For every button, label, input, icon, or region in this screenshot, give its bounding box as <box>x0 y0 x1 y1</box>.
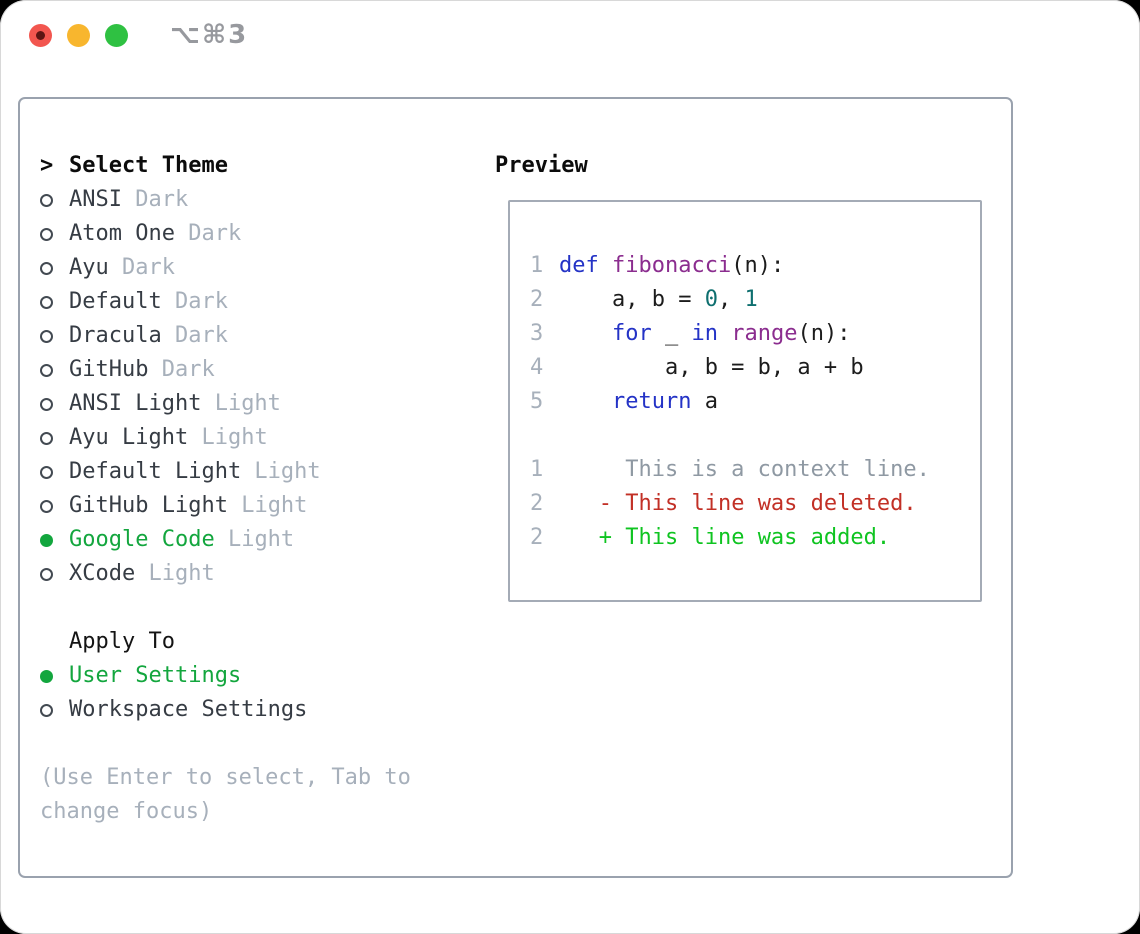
line-number: 4 <box>530 355 544 380</box>
theme-variant: Dark <box>161 289 228 314</box>
theme-variant: Dark <box>121 187 189 212</box>
radio-icon <box>40 329 53 343</box>
theme-variant: Light <box>214 527 295 552</box>
close-dot-icon <box>36 30 45 40</box>
apply-option-label: Workspace Settings <box>69 697 308 722</box>
radio-icon <box>40 193 53 207</box>
apply-to-header: Apply To <box>40 625 480 659</box>
close-button[interactable] <box>29 23 52 47</box>
theme-option-dracula[interactable]: Dracula Dark <box>40 319 480 353</box>
radio-icon <box>40 261 53 275</box>
selection-prompt-icon: > <box>40 153 54 178</box>
theme-option-ayu[interactable]: Ayu Dark <box>40 251 480 285</box>
diff-line: 1 This is a context line. <box>530 453 980 487</box>
spacer <box>530 419 980 453</box>
theme-name: Default Light <box>69 459 242 484</box>
theme-name: Default <box>69 289 162 314</box>
radio-icon <box>40 465 53 479</box>
theme-option-github[interactable]: GitHub Dark <box>40 353 480 387</box>
diff-preview-block: 1 This is a context line.2 - This line w… <box>530 453 980 555</box>
window-titlebar: ⌥⌘3 <box>0 0 248 70</box>
line-number: 3 <box>530 321 544 346</box>
theme-option-ansi[interactable]: ANSI Dark <box>40 183 480 217</box>
code-line: 3 for _ in range(n): <box>530 317 980 351</box>
keyboard-hint: (Use Enter to select, Tab to change focu… <box>40 765 411 824</box>
theme-name: GitHub Light <box>69 493 228 518</box>
radio-icon <box>40 295 53 309</box>
theme-variant: Dark <box>108 255 175 280</box>
apply-option-label: User Settings <box>69 663 242 688</box>
radio-icon <box>40 363 53 377</box>
traffic-lights <box>29 23 128 47</box>
line-number: 2 <box>530 491 544 516</box>
apply-option-user-settings[interactable]: User Settings <box>40 659 480 693</box>
theme-name: Google Code <box>69 527 215 552</box>
apply-to-title: Apply To <box>69 629 175 654</box>
theme-variant: Dark <box>148 357 215 382</box>
theme-variant: Dark <box>161 323 228 348</box>
theme-option-ansi-light[interactable]: ANSI Light Light <box>40 387 480 421</box>
spacer <box>40 591 480 625</box>
theme-option-atom-one[interactable]: Atom One Dark <box>40 217 480 251</box>
theme-name: ANSI Light <box>69 391 202 416</box>
code-line: 4 a, b = b, a + b <box>530 351 980 385</box>
line-number: 1 <box>530 253 544 278</box>
theme-name: XCode <box>69 561 136 586</box>
theme-name: ANSI <box>69 187 122 212</box>
radio-selected-icon <box>40 533 53 547</box>
select-theme-title: Select Theme <box>69 153 228 178</box>
line-number: 2 <box>530 287 544 312</box>
radio-selected-icon <box>40 669 53 683</box>
spacer <box>40 727 480 761</box>
diff-line: 2 + This line was added. <box>530 521 980 555</box>
radio-icon <box>40 431 53 445</box>
radio-icon <box>40 567 53 581</box>
code-line: 2 a, b = 0, 1 <box>530 283 980 317</box>
apply-option-workspace-settings[interactable]: Workspace Settings <box>40 693 480 727</box>
theme-variant: Light <box>188 425 268 450</box>
theme-name: Atom One <box>69 221 175 246</box>
theme-variant: Light <box>241 459 321 484</box>
theme-option-ayu-light[interactable]: Ayu Light Light <box>40 421 480 455</box>
radio-icon <box>40 397 53 411</box>
theme-name: Ayu <box>69 255 109 280</box>
line-number: 1 <box>530 457 544 482</box>
theme-name: Ayu Light <box>69 425 189 450</box>
theme-variant: Light <box>135 561 215 586</box>
zoom-button[interactable] <box>105 23 128 47</box>
preview-title: Preview <box>495 153 588 178</box>
window-title: ⌥⌘3 <box>170 20 249 50</box>
theme-option-google-code[interactable]: Google Code Light <box>40 523 480 557</box>
radio-icon <box>40 703 53 717</box>
code-line: 5 return a <box>530 385 980 419</box>
select-theme-header: > Select Theme <box>40 149 480 183</box>
line-number: 5 <box>530 389 544 414</box>
line-number: 2 <box>530 525 544 550</box>
theme-variant: Light <box>227 493 308 518</box>
theme-name: GitHub <box>69 357 149 382</box>
theme-option-default-light[interactable]: Default Light Light <box>40 455 480 489</box>
theme-variant: Light <box>201 391 281 416</box>
radio-icon <box>40 499 53 513</box>
minimize-button[interactable] <box>67 23 90 47</box>
theme-option-xcode[interactable]: XCode Light <box>40 557 480 591</box>
diff-line: 2 - This line was deleted. <box>530 487 980 521</box>
theme-option-github-light[interactable]: GitHub Light Light <box>40 489 480 523</box>
theme-name: Dracula <box>69 323 162 348</box>
radio-icon <box>40 227 53 241</box>
theme-variant: Dark <box>174 221 242 246</box>
theme-option-default[interactable]: Default Dark <box>40 285 480 319</box>
